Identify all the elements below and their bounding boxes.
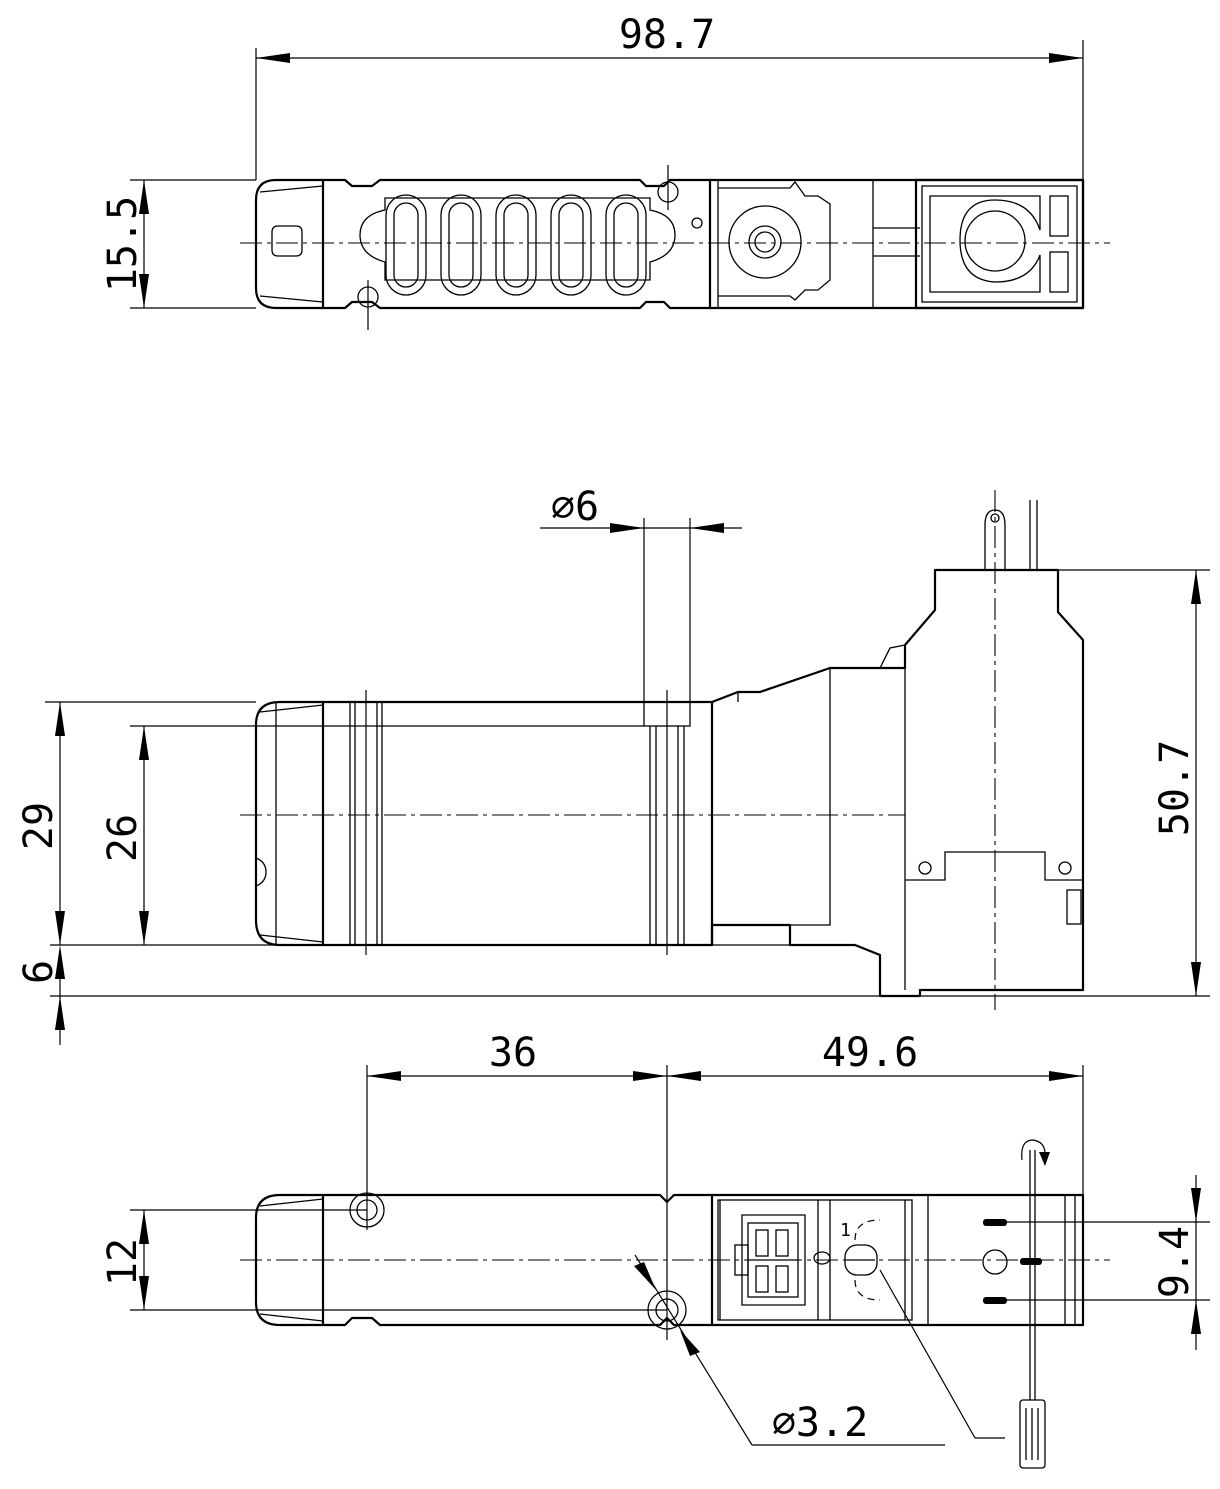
bottom-view: 1 36 49.6 12 9.4 (100, 1030, 1210, 1469)
top-view: 98.7 15.5 (100, 12, 1110, 330)
dim-left-hole-distance: 36 (489, 1030, 537, 1076)
side-view: 29 26 6 50.7 ⌀6 (16, 484, 1210, 1045)
dim-base-height: 6 (16, 960, 62, 984)
module-mark-1: 1 (840, 1220, 851, 1241)
screwdriver-rotate-icon (1019, 1139, 1050, 1469)
top-view-slots (385, 194, 647, 296)
dim-body-height: 26 (100, 814, 146, 862)
dim-terminal-spacing: 9.4 (1152, 1226, 1198, 1298)
dim-right-section-length: 49.6 (822, 1030, 918, 1076)
dim-total-height: 29 (16, 802, 62, 850)
dim-bottom-view-width: 12 (100, 1238, 146, 1286)
dim-hole-diameter: ⌀3.2 (772, 1400, 868, 1446)
dim-actuator-height: 50.7 (1152, 740, 1198, 836)
dim-overall-length: 98.7 (619, 12, 715, 58)
dim-top-view-width: 15.5 (100, 196, 146, 292)
dim-port-diameter: ⌀6 (551, 484, 599, 530)
